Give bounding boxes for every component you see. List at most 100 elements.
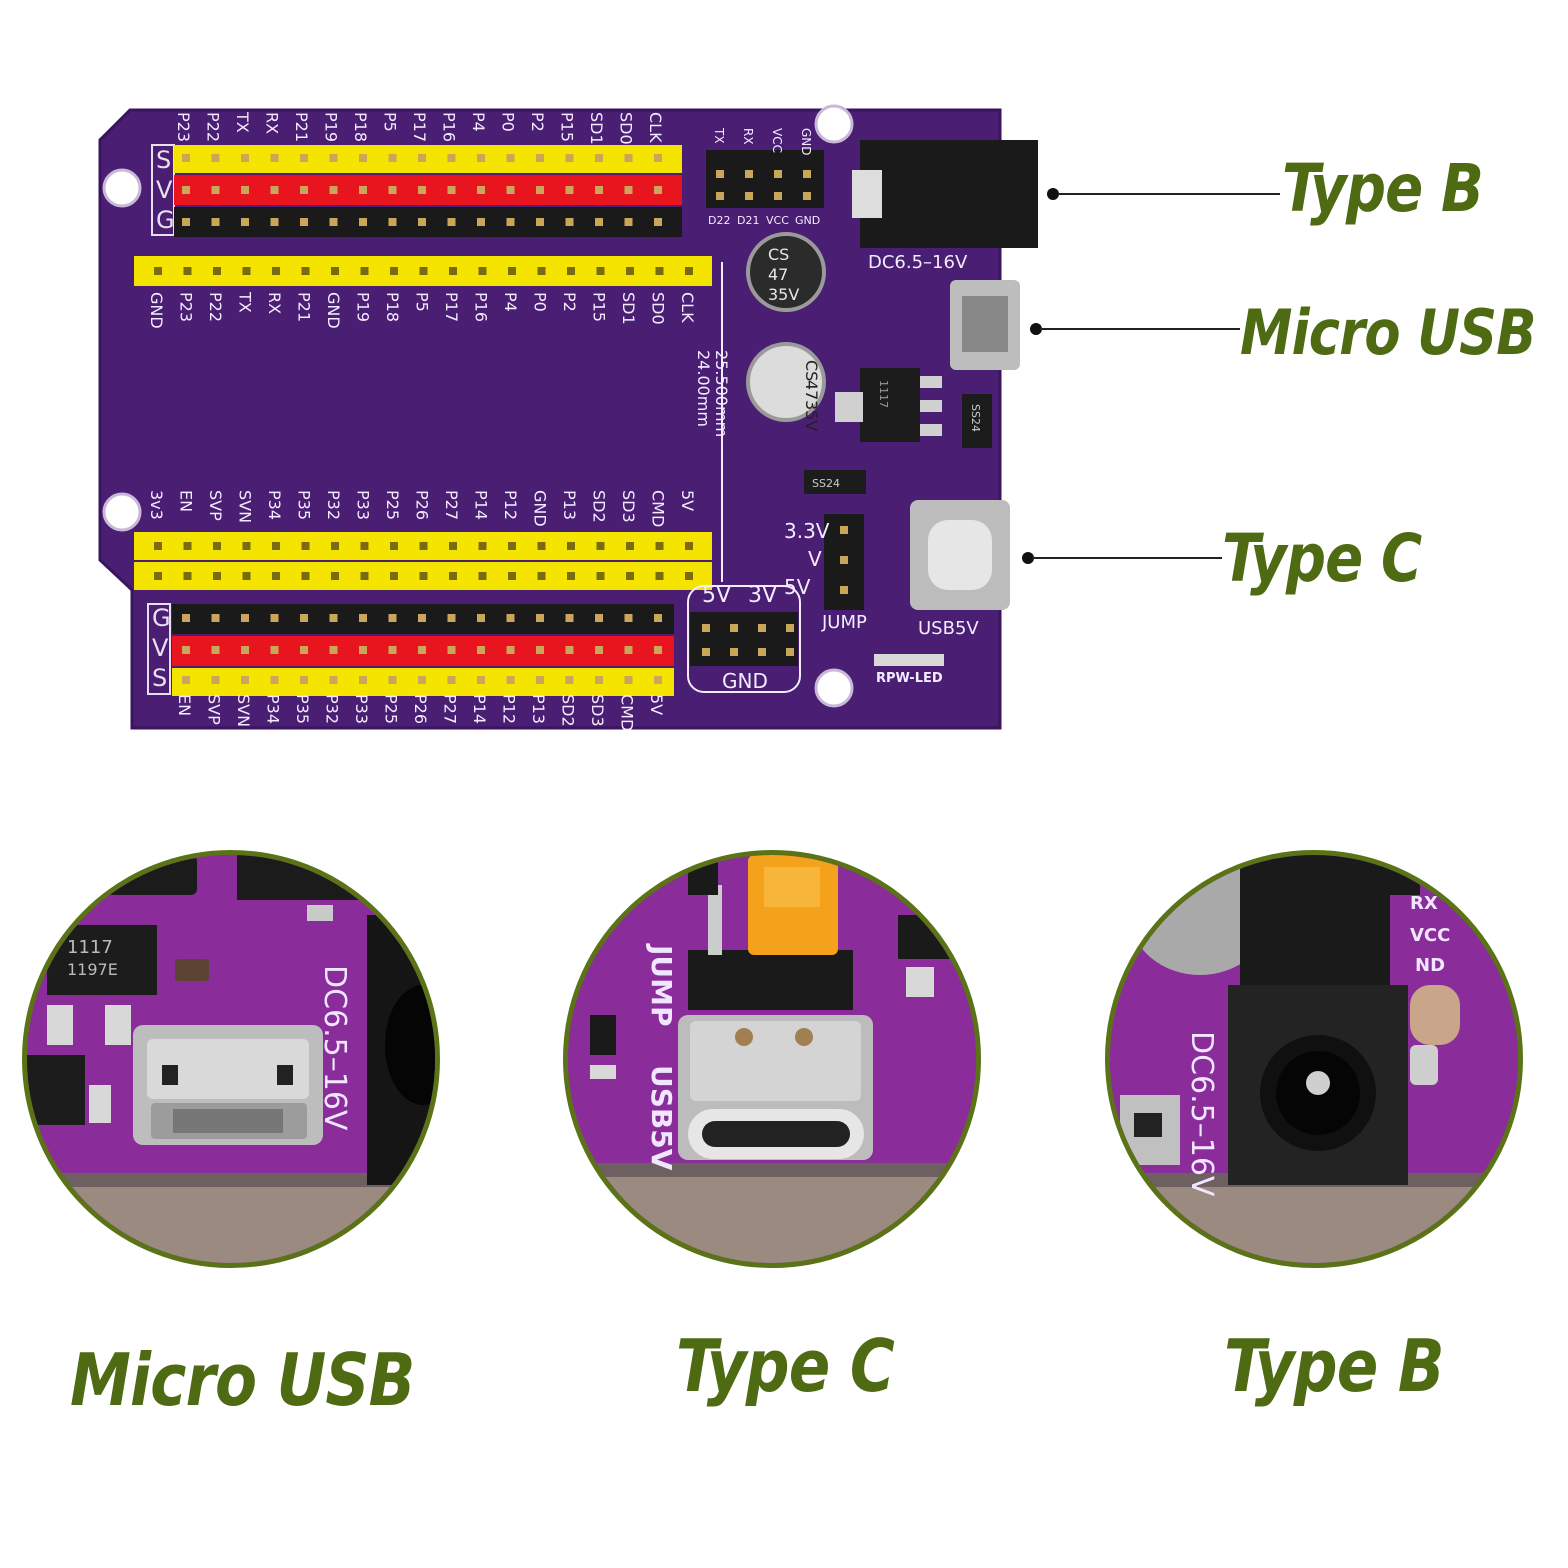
socket-pin xyxy=(272,542,280,550)
pin xyxy=(418,186,426,194)
socket-pin xyxy=(596,542,605,550)
socket-pin xyxy=(626,542,634,550)
pin xyxy=(182,186,190,194)
pin xyxy=(359,646,367,654)
bottom-pin-label: P14 xyxy=(470,694,489,724)
pin xyxy=(786,624,794,632)
uart-top-label: RX xyxy=(741,128,755,145)
uart-top-label: GND xyxy=(799,128,813,156)
pin xyxy=(595,218,603,226)
socket-pin xyxy=(242,542,251,550)
pin xyxy=(388,614,397,622)
bottom-pin-label: P12 xyxy=(500,694,519,724)
pin xyxy=(536,614,544,622)
pin xyxy=(840,556,848,564)
mounting-hole xyxy=(814,104,854,144)
socket-pin xyxy=(183,542,192,550)
top-pin-label: TX xyxy=(233,111,252,133)
row-label-top: G xyxy=(156,206,175,234)
pin xyxy=(774,170,782,178)
pin xyxy=(241,646,249,654)
pin xyxy=(702,648,710,656)
pin xyxy=(506,154,515,162)
bottom-socket-label: P32 xyxy=(324,490,343,520)
top-pin-label: P22 xyxy=(204,112,223,142)
pin xyxy=(624,676,633,684)
top-pin-label: P4 xyxy=(469,112,488,132)
socket-pin xyxy=(596,267,605,275)
caption-type-b: Type B xyxy=(1224,1324,1445,1408)
pin xyxy=(270,218,279,226)
bottom-socket-label: P13 xyxy=(560,490,579,520)
power-5v-label: 5V xyxy=(702,583,731,608)
bottom-socket-label: 3v3 xyxy=(147,490,166,520)
bottom-socket-label: P34 xyxy=(265,490,284,520)
mounting-hole xyxy=(814,668,854,708)
pin xyxy=(595,676,603,684)
bottom-socket-label: P33 xyxy=(354,490,373,520)
callout-type-c: Type C xyxy=(1222,520,1422,597)
socket-pin xyxy=(331,267,339,275)
pin xyxy=(300,614,308,622)
top-socket-label: RX xyxy=(265,292,284,314)
socket-pin xyxy=(301,267,310,275)
type-c-opening xyxy=(928,520,992,590)
socket-pin xyxy=(301,572,310,580)
socket-pin xyxy=(390,267,398,275)
pin xyxy=(565,646,574,654)
pin xyxy=(506,186,515,194)
bottom-pin-label: 5V xyxy=(647,694,666,715)
pin xyxy=(447,646,456,654)
regulator-tab xyxy=(835,392,863,422)
pin xyxy=(758,648,766,656)
regulator-leg xyxy=(920,424,942,436)
pin xyxy=(241,676,249,684)
pin xyxy=(211,614,220,622)
bottom-pin-label: CMD xyxy=(618,694,637,731)
socket-pin xyxy=(685,542,693,550)
pin xyxy=(418,154,426,162)
top-pin-label: P21 xyxy=(292,112,311,142)
pin xyxy=(182,614,190,622)
bottom-socket-label: EN xyxy=(177,490,196,512)
pin xyxy=(477,154,485,162)
top-pin-label: P19 xyxy=(322,112,341,142)
top-pin-label: P0 xyxy=(499,112,518,132)
regulator-leg xyxy=(920,400,942,412)
top-header-red xyxy=(174,175,682,205)
top-socket-label: P0 xyxy=(531,292,550,312)
diode-2 xyxy=(804,470,866,494)
socket-pin xyxy=(478,267,487,275)
pin xyxy=(745,192,753,200)
socket-pin xyxy=(567,267,575,275)
pin xyxy=(270,154,279,162)
pin xyxy=(654,154,662,162)
socket-pin xyxy=(626,572,634,580)
socket-pin xyxy=(449,267,457,275)
top-pin-label: RX xyxy=(263,112,282,134)
pin xyxy=(211,186,220,194)
pin xyxy=(329,614,338,622)
socket-pin xyxy=(154,267,162,275)
socket-pin xyxy=(449,542,457,550)
pin xyxy=(270,186,279,194)
pin xyxy=(506,218,515,226)
socket-pin xyxy=(390,542,398,550)
pin xyxy=(359,218,367,226)
zoom-middle-usb5v: USB5V xyxy=(645,1065,678,1171)
pin xyxy=(359,614,367,622)
pin xyxy=(447,614,456,622)
capacitor-2-label: CS xyxy=(802,360,821,381)
bottom-pin-label: SVN xyxy=(234,694,253,727)
zoom-right-rx: RX xyxy=(1410,893,1438,914)
pin xyxy=(595,186,603,194)
pin xyxy=(536,154,544,162)
pin xyxy=(595,154,603,162)
capacitor-1-label: 47 xyxy=(768,265,788,284)
pin xyxy=(774,192,782,200)
pin xyxy=(506,676,515,684)
socket-pin xyxy=(272,572,280,580)
regulator-label: 1117 xyxy=(877,380,890,408)
top-pin-label: P2 xyxy=(528,112,547,132)
